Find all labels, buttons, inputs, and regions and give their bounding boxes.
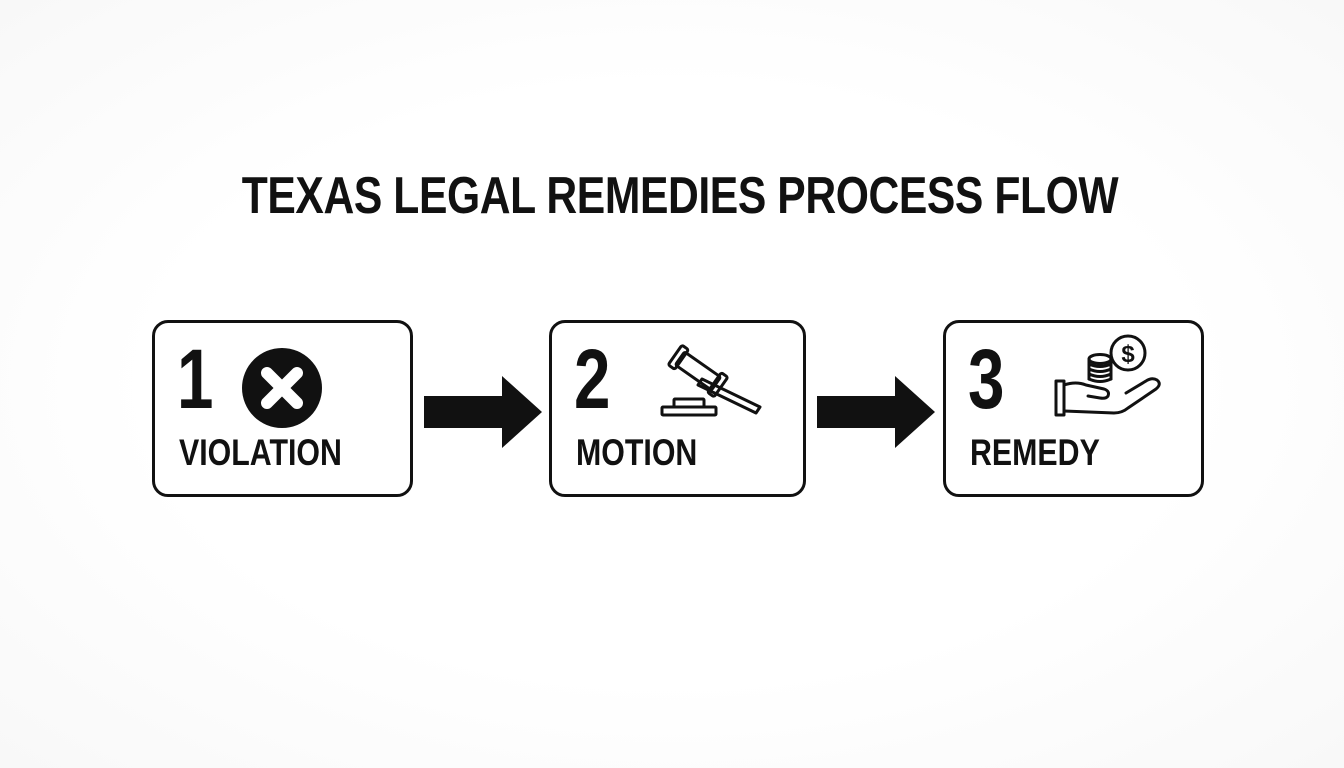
x-circle-icon	[242, 348, 322, 428]
diagram-title: TEXAS LEGAL REMEDIES PROCESS FLOW	[241, 167, 1119, 225]
step-box-remedy: 3 $ REMEDY	[943, 320, 1204, 497]
step-number: 2	[574, 332, 611, 426]
step-box-violation: 1 VIOLATION	[152, 320, 413, 497]
step-label: VIOLATION	[179, 432, 342, 473]
step-number: 1	[177, 332, 214, 426]
step-box-motion: 2 MOTION	[549, 320, 806, 497]
svg-text:$: $	[1121, 341, 1135, 368]
step-label: MOTION	[576, 432, 698, 473]
step-number: 3	[968, 332, 1005, 426]
flow-arrow	[817, 376, 935, 448]
hand-coins-icon: $	[1054, 334, 1161, 417]
step-label: REMEDY	[970, 432, 1100, 473]
gavel-icon	[660, 344, 762, 417]
flow-arrow	[424, 376, 542, 448]
